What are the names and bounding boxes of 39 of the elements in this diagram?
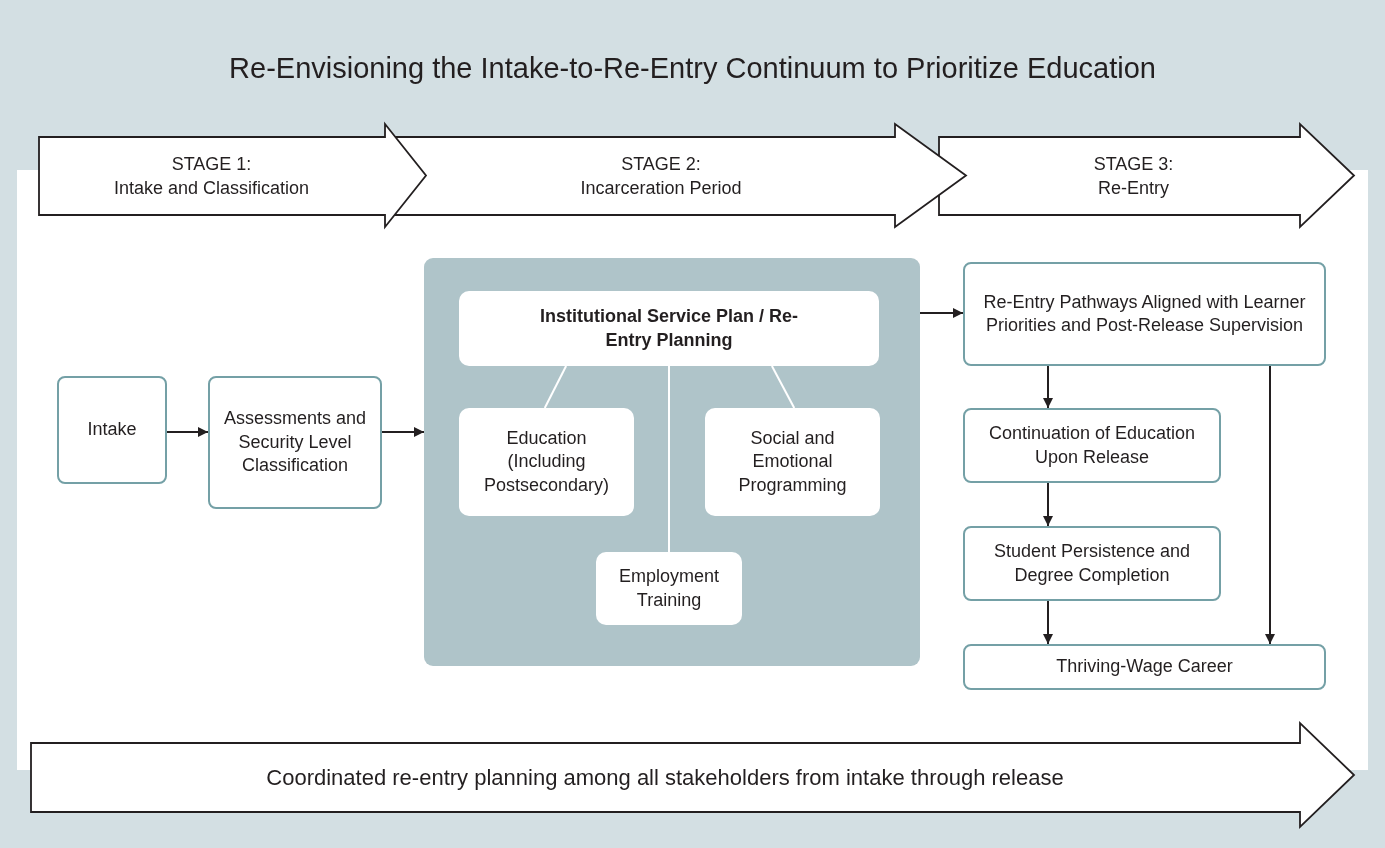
stage-number: STAGE 2: bbox=[621, 152, 701, 176]
stage-name: Intake and Classification bbox=[113, 177, 310, 200]
arrow bbox=[1043, 600, 1053, 645]
banner-text: Coordinated re-entry planning among all stakeholders from intake through release bbox=[266, 763, 1064, 792]
arrow bbox=[1265, 365, 1275, 645]
connector-line bbox=[668, 365, 670, 553]
process-box bbox=[459, 408, 634, 516]
step-label: Social and Emotional Programming bbox=[737, 426, 848, 497]
process-box bbox=[963, 408, 1221, 483]
process-box bbox=[596, 552, 742, 625]
process-box bbox=[705, 408, 880, 516]
arrow bbox=[166, 427, 209, 437]
connector-line bbox=[543, 365, 568, 409]
step-label: Thriving-Wage Career bbox=[1056, 655, 1233, 679]
step-label: Intake bbox=[87, 418, 137, 442]
stage-number: STAGE 1: bbox=[171, 152, 252, 176]
step-label: Education (Including Postsecondary) bbox=[482, 426, 611, 497]
process-box bbox=[963, 526, 1221, 601]
process-box bbox=[208, 376, 382, 509]
arrow bbox=[919, 308, 964, 318]
process-box bbox=[459, 291, 879, 366]
arrow bbox=[1043, 482, 1053, 527]
step-label: Continuation of Education Upon Release bbox=[987, 422, 1197, 469]
step-label: Re-Entry Pathways Aligned with Learner Priorities and Post-Release Supervision bbox=[982, 290, 1307, 337]
stage-name: Re-Entry bbox=[1098, 177, 1169, 200]
step-label: Employment Training bbox=[617, 565, 720, 612]
step-label: Student Persistence and Degree Completion bbox=[992, 540, 1192, 587]
diagram-title: Re-Envisioning the Intake-to-Re-Entry Continuum to Prioritize Education bbox=[228, 52, 1157, 85]
process-box bbox=[963, 262, 1326, 366]
step-label: Institutional Service Plan / Re-Entry Planning bbox=[538, 305, 800, 352]
arrow bbox=[1043, 365, 1053, 409]
process-box bbox=[963, 644, 1326, 690]
arrow bbox=[381, 427, 425, 437]
panel-background bbox=[424, 258, 920, 666]
process-box bbox=[57, 376, 167, 484]
stage-number: STAGE 3: bbox=[1093, 152, 1174, 176]
connector-line bbox=[770, 365, 796, 409]
step-label: Assessments and Security Level Classification bbox=[222, 407, 368, 478]
stage-name: Incarceration Period bbox=[580, 177, 742, 200]
